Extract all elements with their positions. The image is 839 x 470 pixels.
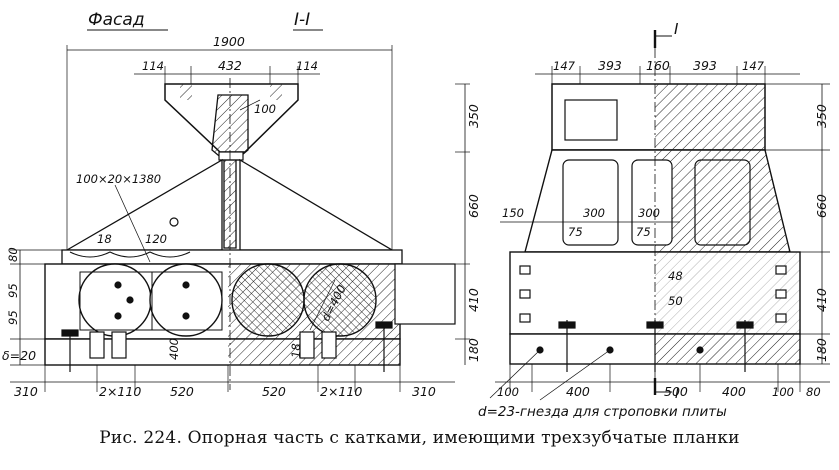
section-view: [489, 30, 830, 401]
section-mark-top: I: [674, 20, 679, 38]
plate-thickness-label: δ=20: [2, 348, 36, 363]
dim-bottom-310-right: 310: [412, 384, 436, 399]
dim-side-350-right: 350: [814, 104, 829, 128]
section-mark-bottom: I: [675, 387, 679, 402]
dim-432: 432: [218, 58, 242, 73]
dim-300-left: 300: [583, 206, 605, 220]
dim-side-180-right: 180: [814, 338, 829, 362]
dim-114-left: 114: [142, 59, 164, 73]
section-top-dims: 147 393 160 393 147: [553, 58, 765, 73]
dim-side-660-right: 660: [814, 194, 829, 218]
dim-bottom-310-left: 310: [14, 384, 38, 399]
dim-bottom-520-left: 520: [170, 384, 194, 399]
dim-bottom-2x110-right: 2×110: [320, 384, 362, 399]
dim-48: 48: [668, 269, 683, 283]
dim-top-393-right: 393: [693, 58, 717, 73]
dim-120: 120: [145, 232, 167, 246]
dim-side-350-left: 350: [466, 104, 481, 128]
dim-100: 100: [254, 102, 276, 116]
dim-18-vertical: 18: [289, 343, 303, 358]
dim-bottom-400-left: 400: [566, 384, 590, 399]
dim-95-a: 95: [6, 283, 20, 298]
dim-bottom-500: 500: [664, 384, 688, 399]
dim-bottom-80: 80: [806, 385, 821, 399]
facade-view: [10, 45, 456, 392]
facade-title: Фасад: [88, 10, 145, 30]
lifting-sockets-note: d=23-гнезда для строповки плиты: [478, 404, 727, 420]
dim-side-660-left: 660: [466, 194, 481, 218]
facade-side-dims: 350 660 410 180: [455, 83, 481, 365]
dim-80-left: 80: [6, 247, 20, 262]
dim-bottom-520-right: 520: [262, 384, 286, 399]
dim-114-right: 114: [296, 59, 318, 73]
dim-overall-1900: 1900: [213, 34, 245, 49]
dim-300-right: 300: [638, 206, 660, 220]
dim-50: 50: [668, 294, 683, 308]
dim-95-b: 95: [6, 310, 20, 325]
dim-150: 150: [502, 206, 524, 220]
dim-bottom-2x110-left: 2×110: [99, 384, 141, 399]
dim-side-180-left: 180: [466, 338, 481, 362]
figure-caption: Рис. 224. Опорная часть с катками, имеющ…: [99, 428, 740, 448]
dim-bottom-100-right: 100: [772, 385, 794, 399]
plank-size-label: 100×20×1380: [76, 172, 161, 186]
dim-400-vertical: 400: [167, 338, 181, 360]
dim-top-147-left: 147: [553, 59, 576, 73]
facade-bottom-dims: 310 2×110 520 520 2×110 310: [14, 384, 436, 399]
dim-75-left: 75: [568, 225, 583, 239]
dim-top-147-right: 147: [742, 59, 765, 73]
section-title: I-I: [294, 10, 310, 30]
dim-side-410-right: 410: [814, 288, 829, 312]
dim-top-160: 160: [646, 58, 670, 73]
dim-top-393-left: 393: [598, 58, 622, 73]
drawing: Фасад I-I 1900 114 432 114 100 100×20×13…: [2, 10, 830, 420]
dim-bottom-400-right: 400: [722, 384, 746, 399]
dim-bottom-100-left: 100: [497, 385, 519, 399]
dim-side-410-left: 410: [466, 288, 481, 312]
section-side-dims: 350 660 410 180: [814, 104, 829, 362]
dim-18: 18: [97, 232, 112, 246]
section-bottom-dims: 100 400 500 400 100 80: [497, 384, 821, 399]
dim-75-right: 75: [636, 225, 651, 239]
